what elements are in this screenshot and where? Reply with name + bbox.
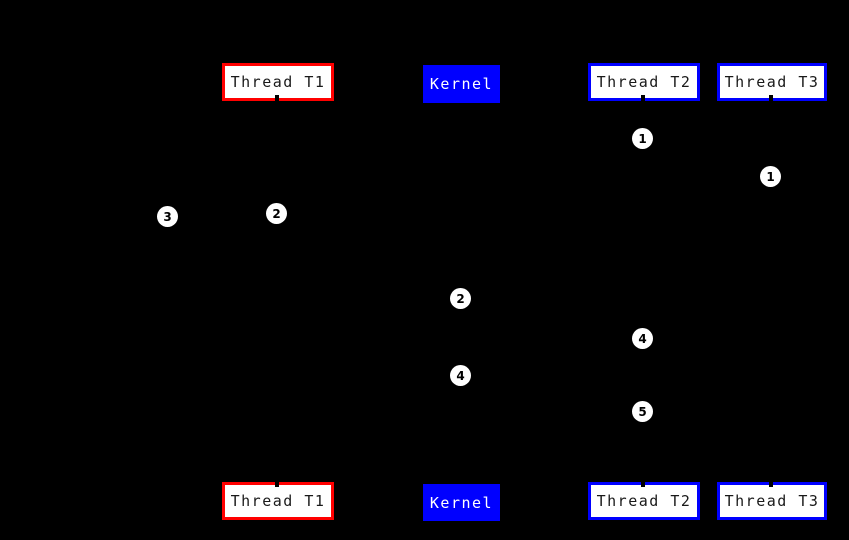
marker-number: 3 (163, 209, 172, 224)
sequence-marker-circle: 1 (760, 166, 781, 187)
participant-box-thread-t1-bottom: Thread T1 (222, 482, 334, 520)
participant-label: Thread T1 (230, 492, 326, 510)
participant-label: Kernel (429, 75, 494, 93)
marker-number: 2 (272, 206, 281, 221)
participant-box-thread-t2-bottom: Thread T2 (588, 482, 700, 520)
sequence-marker-circle: 3 (157, 206, 178, 227)
sequence-marker-circle: 2 (450, 288, 471, 309)
participant-box-thread-t3-bottom: Thread T3 (717, 482, 827, 520)
lifeline-notch (769, 478, 773, 487)
participant-label: Thread T2 (596, 73, 692, 91)
sequence-marker-circle: 4 (632, 328, 653, 349)
participant-label: Thread T3 (724, 492, 820, 510)
marker-number: 1 (638, 131, 647, 146)
participant-box-kernel-top: Kernel (423, 65, 500, 103)
sequence-marker-circle: 4 (450, 365, 471, 386)
participant-box-kernel-bottom: Kernel (423, 484, 500, 521)
lifeline-notch (641, 95, 645, 104)
lifeline-notch (641, 478, 645, 487)
participant-label: Kernel (429, 493, 494, 512)
sequence-marker-circle: 1 (632, 128, 653, 149)
participant-box-thread-t1-top: Thread T1 (222, 63, 334, 101)
sequence-marker-circle: 5 (632, 401, 653, 422)
lifeline-notch (275, 478, 279, 487)
sequence-marker-circle: 2 (266, 203, 287, 224)
participant-label: Thread T1 (230, 73, 326, 91)
marker-number: 1 (766, 169, 775, 184)
participant-label: Thread T2 (596, 492, 692, 510)
marker-number: 4 (456, 368, 465, 383)
marker-number: 4 (638, 331, 647, 346)
participant-box-thread-t3-top: Thread T3 (717, 63, 827, 101)
marker-number: 5 (638, 404, 647, 419)
lifeline-notch (275, 95, 279, 104)
marker-number: 2 (456, 291, 465, 306)
participant-label: Thread T3 (724, 73, 820, 91)
lifeline-notch (769, 95, 773, 104)
